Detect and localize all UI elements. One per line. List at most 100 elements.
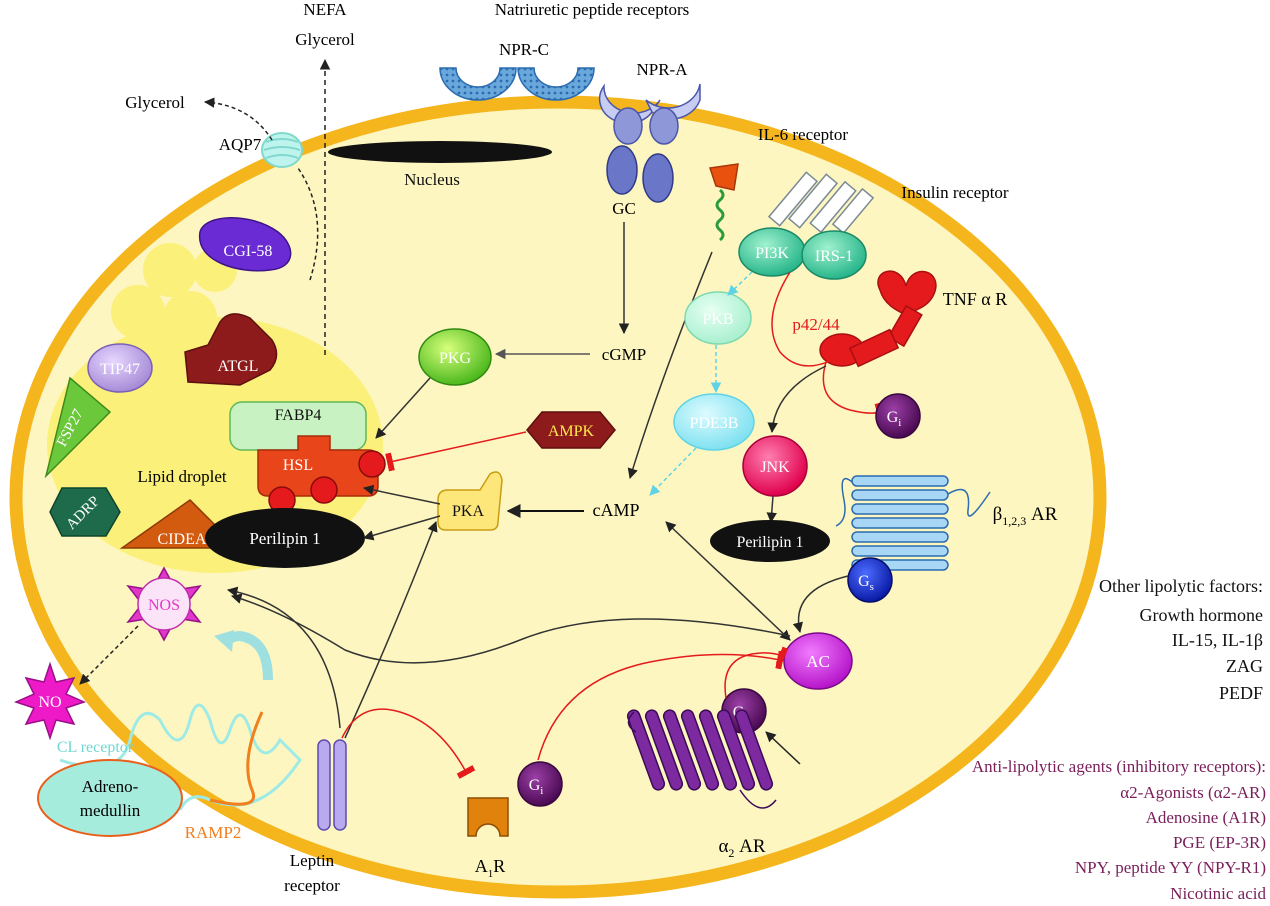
- arrow-jnk-perilipin: [766, 495, 777, 524]
- hsl-phosphosites: [268, 450, 386, 514]
- aqp7-label: AQP7: [219, 135, 262, 154]
- pde3b-node: [673, 393, 755, 451]
- gi-tnf-label: Gi: [887, 409, 902, 429]
- cgi58-label: CGI-58: [224, 243, 273, 260]
- pi3k-label: PI3K: [755, 245, 789, 262]
- gs-node: [847, 557, 893, 603]
- irs1-node: [801, 230, 867, 280]
- beta-ar-label: β1,2,3 AR: [993, 504, 1058, 528]
- lipolytic-item: Growth hormone: [1140, 605, 1263, 625]
- arrow-gs-ac: [792, 575, 849, 634]
- cgi58-node: [199, 217, 292, 272]
- pkb-label: PKB: [702, 311, 733, 328]
- lipolytic-factors-list: Other lipolytic factors: Growth hormone …: [1099, 576, 1263, 703]
- perilipin-right-label: Perilipin 1: [736, 534, 803, 551]
- inhibit-ampk-hsl: [385, 431, 527, 472]
- arrow-tnf-jnk: [767, 365, 827, 434]
- tnf-receptor: [819, 270, 937, 368]
- beta-ar-receptor: [835, 475, 991, 571]
- adrenomedullin-label-1: Adreno-: [82, 777, 139, 796]
- atgl-node: [184, 313, 278, 386]
- perilipin-ld-node: [205, 508, 365, 568]
- gi-a1-node: [517, 761, 563, 807]
- arrow-leptin-nos: [226, 586, 341, 729]
- pkb-node: [684, 291, 752, 345]
- lipid-droplet-label: Lipid droplet: [137, 467, 227, 486]
- aqp7-channel: [261, 132, 303, 168]
- npr-a-receptor: [598, 83, 701, 203]
- cl-receptor-shape: [59, 703, 302, 811]
- ramp2-label: RAMP2: [185, 823, 242, 842]
- hsl-label: HSL: [283, 457, 313, 474]
- fabp4-label: FABP4: [275, 407, 322, 424]
- ac-label: AC: [806, 652, 830, 671]
- lipolytic-item: PEDF: [1219, 683, 1263, 703]
- ramp2-shape: [209, 711, 264, 806]
- nos-star: [126, 566, 202, 642]
- glycerol-left-label: Glycerol: [125, 93, 185, 112]
- cell-membrane: [9, 95, 1107, 899]
- gi-a1-label: Gi: [529, 777, 544, 797]
- antilipolytic-item: Adenosine (A1R): [1146, 808, 1266, 827]
- npr-title: Natriuretic peptide receptors: [495, 0, 689, 19]
- arrow-cl-nos-head: [214, 630, 234, 652]
- pkg-node: [418, 328, 492, 386]
- ampk-label: AMPK: [548, 423, 595, 440]
- alpha2-ar-label: α2 AR: [718, 836, 765, 860]
- arrow-pka-hsl: [362, 484, 441, 505]
- cgmp-label: cGMP: [602, 345, 646, 364]
- arrow-ac-camp: [665, 521, 791, 641]
- tip47-label: TIP47: [100, 361, 140, 378]
- pkg-label: PKG: [439, 350, 471, 367]
- arrow-glycerol-out: [203, 97, 273, 141]
- gi-tnf-node: [875, 393, 921, 439]
- glycerol-top-label: Glycerol: [295, 30, 355, 49]
- insulin-receptor: [767, 171, 875, 235]
- lipid-droplet-vesicles: [111, 243, 237, 345]
- adrenomedullin-label-2: medullin: [80, 801, 141, 820]
- a1r-receptor: [467, 797, 509, 837]
- arrow-pkg-hsl: [375, 377, 431, 439]
- pka-label: PKA: [452, 503, 484, 520]
- a1r-label: A1R: [475, 856, 506, 880]
- lipolytic-item: IL-15, IL-1β: [1172, 630, 1263, 650]
- pde3b-label: PDE3B: [690, 415, 739, 432]
- arrow-pi3k-pkb: [727, 271, 753, 296]
- antilipolytic-agents-list: Anti-lipolytic agents (inhibitory recept…: [972, 757, 1267, 903]
- alpha2-ar-receptor: [626, 709, 777, 809]
- il6-label: IL-6 receptor: [758, 125, 848, 144]
- adrenomedullin-node: [37, 759, 183, 837]
- adrp-node: [49, 487, 121, 537]
- no-label: NO: [38, 694, 61, 711]
- perilipin-ld-label: Perilipin 1: [249, 529, 320, 548]
- gs-label: Gs: [858, 573, 874, 593]
- leptin-label-2: receptor: [284, 876, 340, 895]
- nucleus-label: Nucleus: [404, 170, 460, 189]
- gc-label: GC: [612, 199, 636, 218]
- lipolytic-item: ZAG: [1226, 656, 1263, 676]
- arrow-pde3b-camp: [649, 447, 697, 496]
- antilipolytic-title: Anti-lipolytic agents (inhibitory recept…: [972, 757, 1266, 776]
- antilipolytic-item: Nicotinic acid: [1170, 884, 1266, 903]
- antilipolytic-item: PGE (EP-3R): [1173, 833, 1266, 852]
- nefa-label: NEFA: [303, 0, 347, 19]
- irs1-label: IRS-1: [815, 248, 853, 265]
- arrow-il6-camp: [627, 251, 713, 480]
- leptin-label-1: Leptin: [290, 851, 335, 870]
- ampk-node: [526, 411, 616, 449]
- pka-node: [437, 471, 503, 531]
- jnk-label: JNK: [760, 459, 790, 476]
- npr-a-label: NPR-A: [636, 60, 688, 79]
- inhibit-gia2-ac: [724, 646, 789, 699]
- arrow-agonist-a2ar: [765, 731, 801, 765]
- nucleus-shape: [328, 141, 552, 163]
- atgl-label: ATGL: [218, 358, 259, 375]
- insulin-receptor-label: Insulin receptor: [901, 183, 1008, 202]
- tnf-label: TNF α R: [943, 289, 1007, 309]
- inhibit-leptin-a1r: [341, 708, 476, 779]
- lipolytic-title: Other lipolytic factors:: [1099, 576, 1263, 596]
- npr-c-receptor: [439, 67, 595, 101]
- leptin-receptor: [317, 739, 347, 831]
- il6-receptor: [709, 163, 739, 242]
